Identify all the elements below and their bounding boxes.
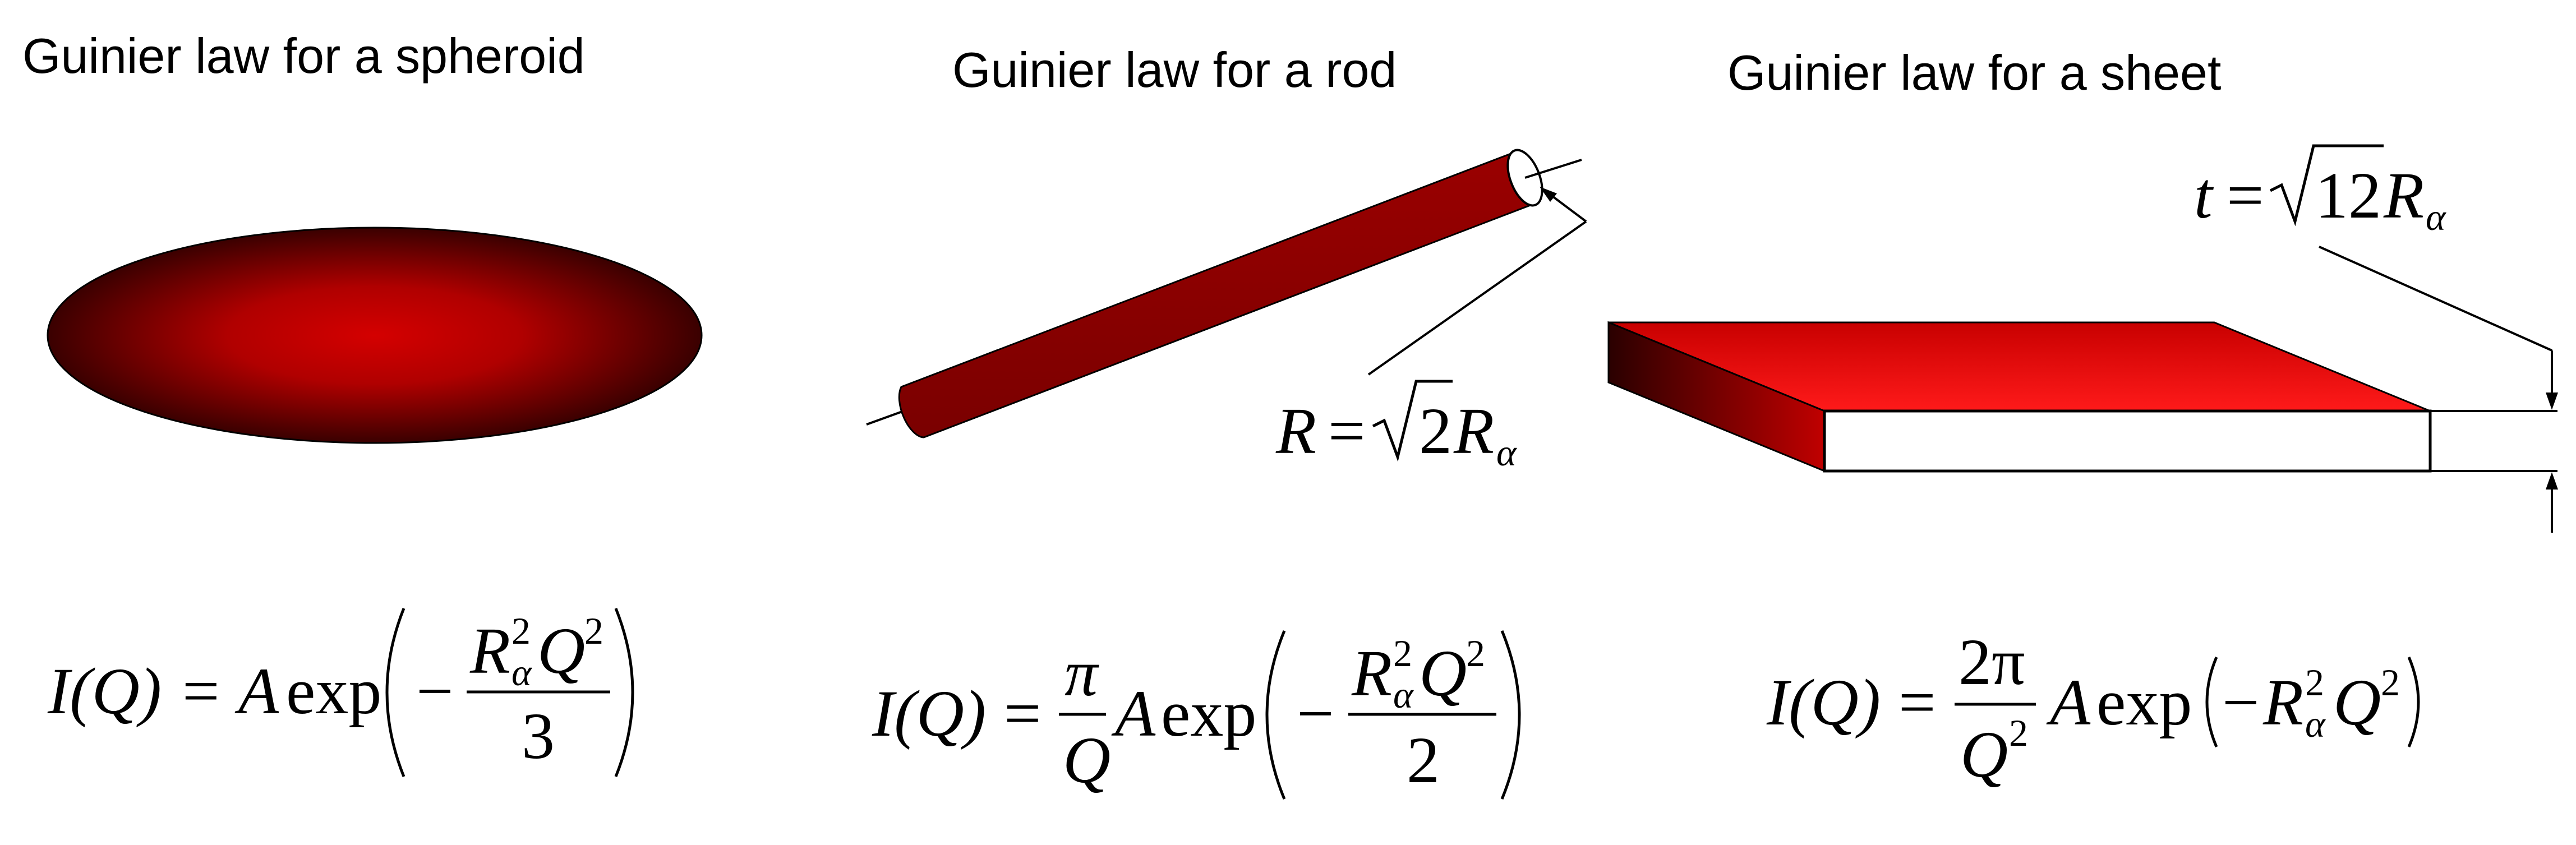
sheet-formula: I(Q) = 2π Q 2 A exp − R 2 α Q 2 — [1766, 625, 2420, 791]
sheet-formula-sub: α — [2305, 703, 2326, 745]
sheet-label-var: t — [2194, 159, 2214, 232]
rod-formula-lhs: I(Q) — [872, 677, 986, 750]
spheroid-formula-left-paren — [385, 608, 405, 777]
rod-formula-pi-den: Q — [1063, 723, 1110, 797]
sheet-formula-coef: A — [2046, 666, 2091, 739]
rod-formula-left-paren — [1265, 630, 1286, 800]
rod-axis-line-right — [1524, 159, 1582, 179]
sheet-leader-line — [2319, 246, 2552, 352]
sheet-formula-minus: − — [2222, 666, 2260, 739]
rod-body — [898, 151, 1538, 438]
sheet-shape — [1607, 321, 2432, 473]
sheet-formula-Q: Q — [2333, 666, 2381, 739]
spheroid-formula-num-R: R — [469, 614, 510, 687]
spheroid-formula-minus: − — [416, 654, 454, 728]
spheroid-formula-func: exp — [286, 654, 381, 728]
sheet-formula-lhs: I(Q) — [1766, 666, 1881, 739]
spheroid-shape — [47, 227, 703, 444]
rod-formula-func: exp — [1161, 677, 1256, 750]
sheet-formula-den-sup: 2 — [2009, 712, 2028, 754]
spheroid-title: Guinier law for a spheroid — [22, 28, 585, 84]
sheet-formula-Q-sup: 2 — [2381, 661, 2400, 704]
rod-label-sub: α — [1496, 431, 1517, 474]
sheet-formula-right-paren — [2407, 657, 2420, 747]
rod-label-R: R — [1453, 394, 1494, 468]
sheet-title: Guinier law for a sheet — [1727, 45, 2221, 100]
rod-formula-num-sup: 2 — [1393, 632, 1412, 675]
spheroid-formula-coef: A — [234, 654, 279, 728]
sheet-formula-left-paren — [2205, 657, 2218, 747]
rod-formula-eq: = — [1004, 677, 1042, 750]
sheet-label-eq: = — [2227, 159, 2264, 232]
spheroid-formula-lhs: I(Q) — [47, 654, 162, 728]
rod-formula-pi: π — [1064, 636, 1099, 710]
spheroid-formula: I(Q) = A exp − R 2 α Q 2 3 — [47, 608, 634, 777]
sheet-arrow-down-head — [2546, 393, 2558, 410]
sheet-label-sub: α — [2426, 196, 2446, 238]
rod-radius-annotation — [1367, 187, 1587, 376]
rod-label-root: 2 — [1419, 394, 1452, 468]
rod-formula-num-Q: Q — [1419, 636, 1467, 710]
sheet-label-root: 12 — [2315, 159, 2381, 232]
rod-formula-num-Q-sup: 2 — [1466, 632, 1485, 675]
spheroid-formula-den: 3 — [522, 699, 555, 773]
sheet-label-R: R — [2383, 159, 2424, 232]
rod-formula: I(Q) = π Q A exp − R 2 α Q 2 2 — [872, 630, 1521, 800]
rod-formula-right-paren — [1500, 630, 1521, 800]
spheroid-formula-eq: = — [182, 654, 220, 728]
sheet-label-radical — [2269, 144, 2384, 227]
rod-formula-den: 2 — [1407, 723, 1440, 797]
rod-formula-num-R: R — [1351, 636, 1392, 710]
rod-formula-minus: − — [1297, 677, 1334, 750]
sheet-formula-den-Q: Q — [1960, 718, 2008, 791]
rod-label-eq: = — [1328, 394, 1366, 468]
spheroid-formula-right-paren — [614, 608, 634, 777]
rod-label-radical — [1372, 380, 1453, 462]
rod-leader-line — [1367, 220, 1587, 376]
sheet-formula-pi-num: 2π — [1959, 625, 2025, 699]
spheroid-formula-num-Q-sup: 2 — [584, 609, 603, 652]
rod-arrow-shaft — [1547, 192, 1587, 223]
spheroid-formula-num-sub: α — [511, 651, 532, 694]
sheet-formula-R: R — [2262, 666, 2303, 739]
rod-arrow-head — [1540, 187, 1557, 202]
rod-formula-coef: A — [1111, 677, 1156, 750]
sheet-front-face — [1823, 409, 2432, 473]
sheet-formula-func: exp — [2096, 666, 2192, 739]
sheet-thickness-label: t = 12 R α — [2194, 144, 2446, 238]
sheet-arrow-up-head — [2546, 472, 2558, 490]
sheet-formula-eq: = — [1898, 666, 1936, 739]
sheet-formula-R-sup: 2 — [2305, 661, 2324, 704]
rod-radius-label: R = 2 R α — [1275, 380, 1517, 474]
spheroid-formula-num-Q: Q — [537, 614, 585, 687]
spheroid-formula-num-sup: 2 — [511, 609, 531, 652]
sheet-thickness-annotation — [2319, 246, 2558, 533]
rod-formula-num-sub: α — [1393, 673, 1414, 716]
rod-shape — [866, 149, 1582, 438]
rod-title: Guinier law for a rod — [952, 42, 1397, 98]
rod-label-var: R — [1275, 394, 1316, 468]
